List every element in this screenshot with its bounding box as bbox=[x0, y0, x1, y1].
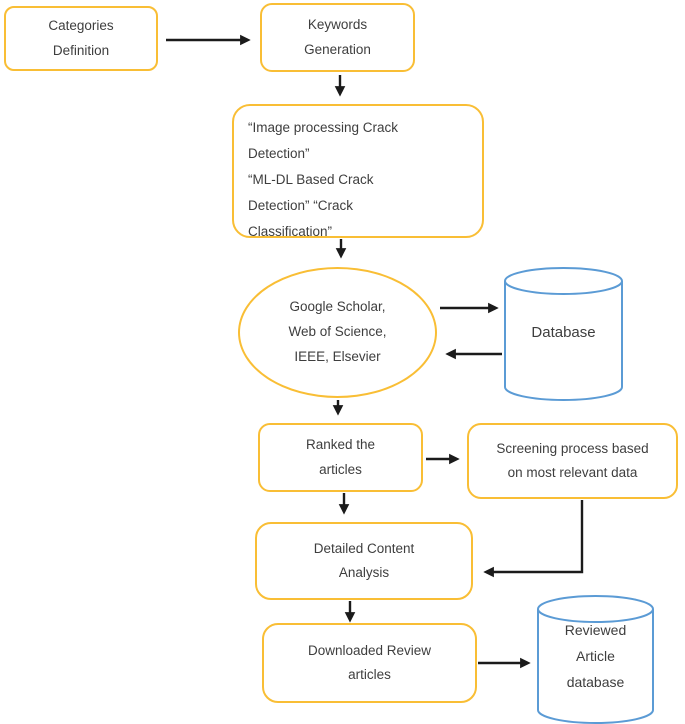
node-screening-process: Screening process based on most relevant… bbox=[467, 423, 678, 499]
arrow-screening-to-detailed bbox=[483, 500, 584, 578]
node-label: “Image processing Crack Detection” “ML-D… bbox=[248, 120, 399, 239]
node-label: Database bbox=[531, 323, 596, 341]
node-label: Reviewed Article database bbox=[564, 622, 627, 690]
node-downloaded-review-articles: Downloaded Review articles bbox=[262, 623, 477, 703]
node-reviewed-article-database-label: Reviewed Article database bbox=[538, 600, 653, 714]
node-keywords-generation: Keywords Generation bbox=[260, 3, 415, 72]
node-database-label: Database bbox=[505, 268, 622, 396]
node-label: Screening process based on most relevant… bbox=[496, 440, 649, 480]
node-label: Categories Definition bbox=[48, 18, 114, 58]
node-keywords-list: “Image processing Crack Detection” “ML-D… bbox=[232, 104, 484, 239]
node-label: Downloaded Review articles bbox=[307, 642, 432, 682]
node-label: Ranked the articles bbox=[305, 437, 376, 477]
node-label: Detailed Content Analysis bbox=[313, 540, 415, 580]
node-detailed-content-analysis: Detailed Content Analysis bbox=[255, 522, 473, 600]
node-search-sources: Google Scholar, Web of Science, IEEE, El… bbox=[238, 267, 437, 398]
node-label: Keywords Generation bbox=[304, 17, 371, 57]
node-categories-definition: Categories Definition bbox=[4, 6, 158, 71]
node-ranked-articles: Ranked the articles bbox=[258, 423, 423, 492]
node-label: Google Scholar, Web of Science, IEEE, El… bbox=[288, 299, 387, 364]
